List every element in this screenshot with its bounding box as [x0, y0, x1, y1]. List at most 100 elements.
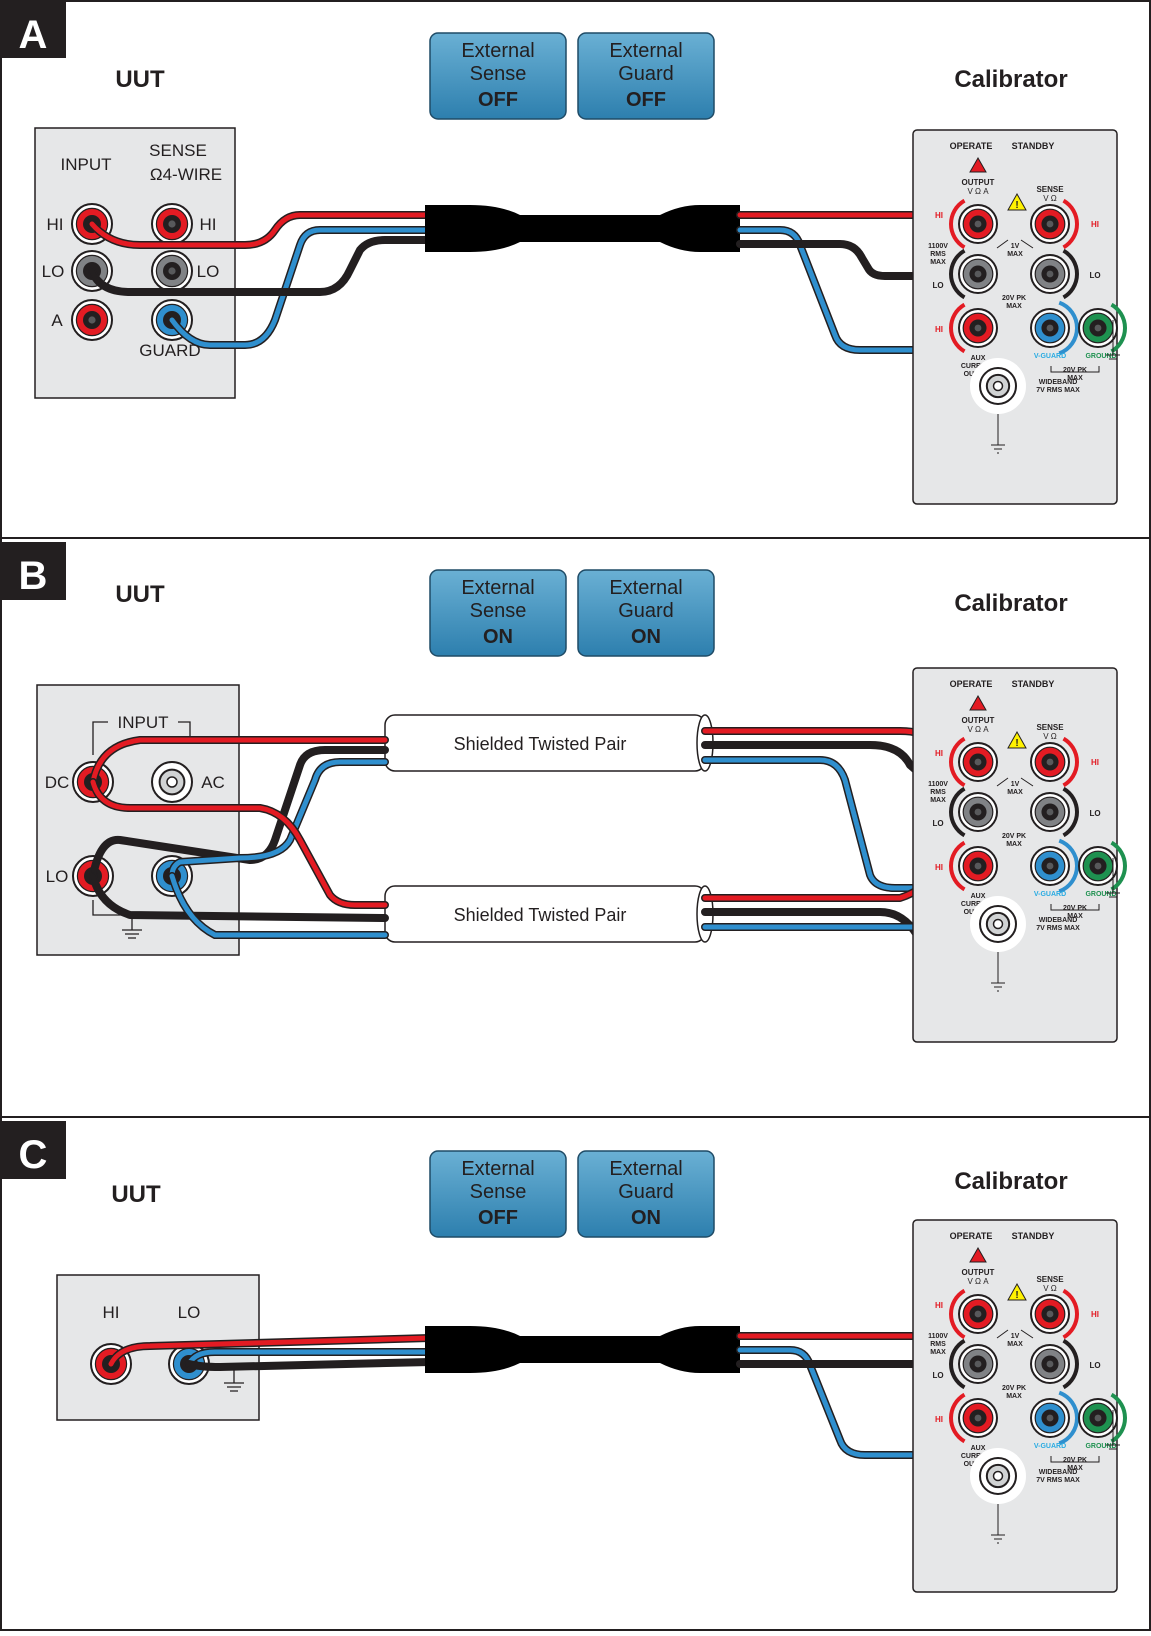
guard-wire-bottom — [169, 873, 388, 938]
rms-label: RMS — [930, 251, 946, 258]
cable-sheath — [425, 1326, 740, 1373]
max-label: MAX — [1067, 1465, 1083, 1472]
uut-input-label: INPUT — [61, 155, 112, 174]
external-sense-button[interactable]: External Sense OFF — [429, 1150, 567, 1238]
calibrator-jack[interactable] — [1078, 302, 1127, 354]
calibrator-jack[interactable] — [1030, 736, 1079, 788]
jack-arc — [1058, 838, 1079, 894]
jack-arc — [1110, 1392, 1127, 1444]
uut-hi-label: HI — [103, 1303, 120, 1322]
uut-sense-lo-jack[interactable] — [151, 250, 193, 292]
calibrator-jack[interactable] — [1030, 300, 1079, 356]
button-line1: External — [461, 1158, 534, 1180]
max-label: MAX — [930, 797, 946, 804]
jack-arc — [949, 736, 966, 788]
calibrator-jack[interactable] — [1030, 786, 1079, 838]
calibrator-jack[interactable] — [949, 1338, 998, 1390]
lo-wire — [186, 1359, 433, 1370]
cable-label: Shielded Twisted Pair — [454, 734, 627, 754]
uut-lo-label: LO — [42, 262, 65, 281]
external-guard-button[interactable]: External Guard ON — [577, 1150, 715, 1238]
uut-a-jack[interactable] — [71, 299, 113, 341]
v1-label: 1V — [1011, 243, 1020, 250]
button-line1: External — [461, 577, 534, 599]
output-label: OUTPUT — [962, 178, 995, 187]
sense-label: SENSE — [1036, 1275, 1064, 1284]
output-lo-label: LO — [932, 281, 943, 290]
v1100-label: 1100V — [928, 243, 948, 250]
shielded-cable-bottom: Shielded Twisted Pair — [384, 885, 714, 943]
sense-sub-label: V Ω — [1043, 1284, 1057, 1293]
section-letter: A — [19, 13, 48, 57]
section-letter: C — [19, 1133, 48, 1177]
hi-wire — [108, 1335, 433, 1367]
calibrator-jack[interactable] — [949, 248, 998, 300]
uut-a-label: A — [51, 311, 63, 330]
uut-panel — [34, 127, 236, 399]
wideband-label: WIDEBAND — [1039, 1469, 1078, 1476]
calibrator-jack[interactable] — [949, 786, 998, 838]
uut-title: UUT — [111, 1181, 161, 1208]
section-c: C UUT Calibrator External Sense OFF Exte… — [0, 1121, 1127, 1593]
uut-panel — [36, 684, 240, 956]
button-line2: Guard — [618, 1181, 674, 1203]
output-hi-label: HI — [935, 749, 943, 758]
external-guard-button[interactable]: External Guard ON — [577, 569, 715, 657]
wideband-max-label: 7V RMS MAX — [1036, 925, 1080, 932]
calibrator-jack[interactable] — [1030, 248, 1079, 300]
uut-ac-jack[interactable] — [151, 761, 193, 803]
wideband-bnc-jack[interactable] — [970, 896, 1026, 952]
uut-sense-hi-jack[interactable] — [151, 203, 193, 245]
sense-label: SENSE — [1036, 185, 1064, 194]
dc-hi-wire — [90, 737, 388, 785]
calibrator-jack[interactable] — [1030, 838, 1079, 894]
external-guard-button[interactable]: External Guard OFF — [577, 32, 715, 120]
max-label: MAX — [930, 1349, 946, 1356]
wideband-bnc-jack[interactable] — [970, 358, 1026, 414]
jack-arc — [1062, 248, 1079, 300]
external-sense-button[interactable]: External Sense OFF — [429, 32, 567, 120]
warning-icon — [1007, 1282, 1027, 1301]
operate-label: OPERATE — [950, 679, 993, 689]
ground-symbol — [1106, 858, 1120, 898]
section-letter: B — [19, 554, 48, 598]
output-lo-label: LO — [932, 1371, 943, 1380]
max-label: MAX — [1007, 251, 1023, 258]
button-state: OFF — [478, 89, 518, 111]
calibrator-jack[interactable] — [949, 840, 998, 892]
operate-label: OPERATE — [950, 141, 993, 151]
bnc-ground-symbol — [991, 952, 1005, 992]
calibrator-jack[interactable] — [949, 1288, 998, 1340]
uut-title: UUT — [115, 66, 165, 93]
calibrator-jack[interactable] — [1030, 1338, 1079, 1390]
calibrator-jack[interactable] — [949, 302, 998, 354]
calibrator-jack[interactable] — [1078, 840, 1127, 892]
calibrator-jack[interactable] — [949, 1392, 998, 1444]
cable-sheath — [425, 205, 740, 252]
input-bracket — [92, 721, 191, 755]
wideband-max-label: 7V RMS MAX — [1036, 1477, 1080, 1484]
lo-wire — [89, 237, 433, 295]
vguard-label: V-GUARD — [1034, 353, 1066, 360]
calibrator-jack[interactable] — [1078, 1392, 1127, 1444]
aux-hi-label: HI — [935, 1415, 943, 1424]
sense-hi-label: HI — [1091, 758, 1099, 767]
rms-label: RMS — [930, 789, 946, 796]
jack-arc — [949, 1338, 966, 1390]
calibrator-jack[interactable] — [1030, 1390, 1079, 1446]
external-sense-button[interactable]: External Sense ON — [429, 569, 567, 657]
calibrator-jack[interactable] — [949, 198, 998, 250]
calibrator-jack[interactable] — [949, 736, 998, 788]
max-label: MAX — [1007, 789, 1023, 796]
uut-lo-label: LO — [46, 867, 69, 886]
v20pk-label: 20V PK — [1063, 1457, 1087, 1464]
v20pk-label: 20V PK — [1002, 833, 1026, 840]
calibrator-jack[interactable] — [1030, 1288, 1079, 1340]
wideband-bnc-jack[interactable] — [970, 1448, 1026, 1504]
aux-hi-label: HI — [935, 863, 943, 872]
calibrator-jack[interactable] — [1030, 198, 1079, 250]
calibrator-title: Calibrator — [954, 66, 1067, 93]
